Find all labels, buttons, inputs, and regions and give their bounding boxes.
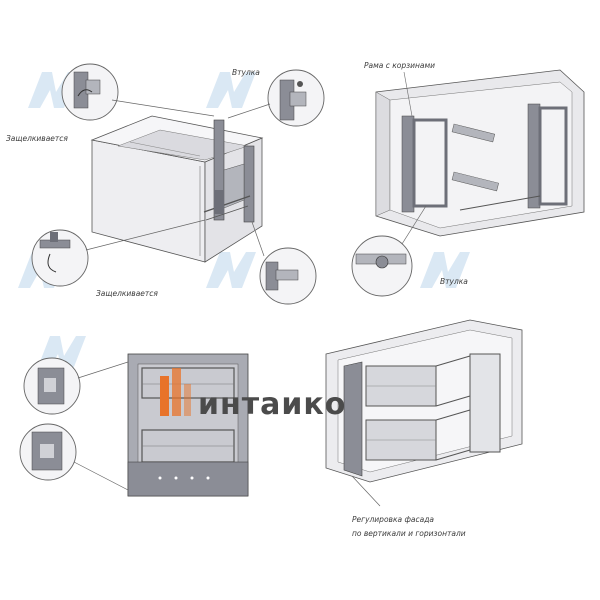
label-facade-adjust-line2: по вертикали и горизонтали (352, 529, 466, 538)
brand-watermark: интаико (160, 368, 346, 422)
label-bushing-top: Втулка (232, 68, 260, 77)
panel-cabinet-with-baskets: Регулировка фасада по вертикали и горизо… (325, 319, 523, 538)
label-frame-with-baskets: Рама с корзинами (364, 61, 435, 70)
panel-frame-front-view (19, 353, 249, 497)
label-snaps-top: Защелкивается (6, 134, 68, 143)
basket-frame-left (401, 115, 415, 213)
panel-frame-with-baskets: Рама с корзинами Втулка (351, 61, 585, 297)
label-facade-adjust-line1: Регулировка фасада (352, 515, 434, 524)
label-snaps-bottom: Защелкивается (96, 289, 158, 298)
panel-cabinet-install: Защелкивается Втулка Защелкивается (6, 63, 325, 305)
label-bushing-right: Втулка (440, 277, 468, 286)
brand-logo-mark (160, 376, 169, 416)
detail-circle-latch-bottom (31, 229, 89, 287)
cabinet-facade (343, 361, 363, 477)
basket-frame-right (527, 103, 541, 209)
brand-watermark-text: интаико (198, 387, 346, 422)
